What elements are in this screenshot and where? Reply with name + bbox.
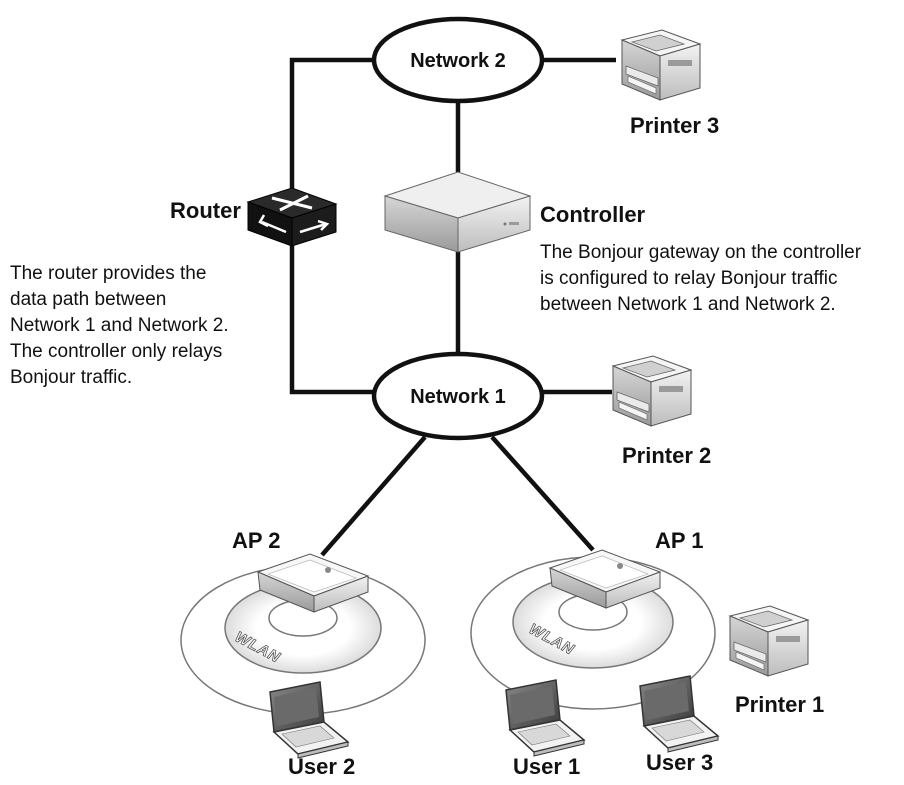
link-net1-ap1 xyxy=(490,435,595,552)
user-3-label: User 3 xyxy=(646,750,713,775)
user-1-label: User 1 xyxy=(513,754,580,779)
wlan-coverage-ap1 xyxy=(470,556,716,710)
router-note: The router provides the data path betwee… xyxy=(10,263,229,388)
link-net2-router xyxy=(289,57,375,198)
controller-note-line: The Bonjour gateway on the controller xyxy=(540,242,862,263)
controller-note: The Bonjour gateway on the controller is… xyxy=(540,242,862,315)
router-label: Router xyxy=(170,198,241,223)
controller-label: Controller xyxy=(540,202,646,227)
network-2-node: Network 2 xyxy=(371,16,545,104)
controller-note-line: between Network 1 and Network 2. xyxy=(540,294,836,315)
wlan-coverage-ap2 xyxy=(180,565,426,715)
router-icon xyxy=(246,187,338,247)
printer-2-label: Printer 2 xyxy=(622,443,711,468)
user-3-laptop-icon xyxy=(639,675,719,753)
printer-1-icon xyxy=(729,605,809,677)
network-2-label: Network 2 xyxy=(410,50,506,72)
router-note-line: data path between xyxy=(10,289,166,310)
user-2-label: User 2 xyxy=(288,754,355,779)
printer-3-icon xyxy=(621,29,701,101)
controller-note-line: is configured to relay Bonjour traffic xyxy=(540,268,837,289)
printer-1-label: Printer 1 xyxy=(735,692,824,717)
link-net1-ap2 xyxy=(320,435,427,557)
controller-icon xyxy=(383,171,532,253)
ap-1-label: AP 1 xyxy=(655,528,704,553)
link-router-net1 xyxy=(289,238,375,395)
connection-lines xyxy=(289,57,616,557)
network-1-node: Network 1 xyxy=(371,351,545,441)
router-note-line: The controller only relays xyxy=(10,341,222,362)
network-1-label: Network 1 xyxy=(410,386,506,408)
printer-3-label: Printer 3 xyxy=(630,113,719,138)
router-note-line: Network 1 and Network 2. xyxy=(10,315,229,336)
printer-2-icon xyxy=(612,355,692,427)
router-note-line: Bonjour traffic. xyxy=(10,367,132,388)
router-note-line: The router provides the xyxy=(10,263,206,284)
ap-2-label: AP 2 xyxy=(232,528,281,553)
